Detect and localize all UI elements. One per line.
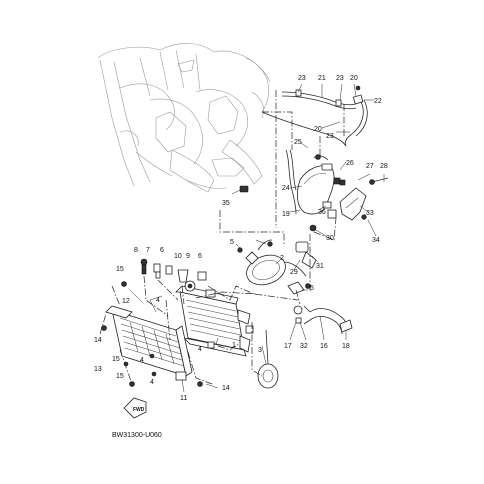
callout-label: 16 (320, 343, 328, 350)
callout-label: 9 (186, 253, 190, 260)
callout-labels: 23 21 23 20 22 20 23 25 26 27 28 24 35 3… (94, 75, 388, 402)
callout-label: 4 (140, 357, 144, 364)
callout-label: 19 (282, 211, 290, 218)
frame-background-outline (97, 43, 271, 193)
callout-label: 27 (366, 163, 374, 170)
upper-hose-assembly (261, 85, 368, 147)
reservoir-bracket (309, 177, 389, 232)
callout-label: 4 (150, 379, 154, 386)
callout-label: 13 (94, 366, 102, 373)
callout-label: 15 (112, 356, 120, 363)
callout-label: 15 (116, 266, 124, 273)
callout-label: 24 (282, 185, 290, 192)
assembly-guide-lines (99, 90, 345, 385)
callout-label: 6 (198, 253, 202, 260)
callout-label: 29 (290, 269, 298, 276)
callout-label: 33 (366, 210, 374, 217)
callout-label: 4 (156, 297, 160, 304)
callout-label: 20 (314, 126, 322, 133)
callout-label: 28 (380, 163, 388, 170)
fan-motor (257, 329, 279, 389)
callout-label: 2 (280, 255, 284, 262)
callout-label: 23 (298, 75, 306, 82)
callout-label: 31 (316, 263, 324, 270)
radiator-core (175, 280, 251, 357)
callout-label: 4 (198, 346, 202, 353)
callout-label: 3 (258, 347, 262, 354)
callout-label: 25 (294, 139, 302, 146)
callout-label: 18 (342, 343, 350, 350)
callout-label: 14 (94, 337, 102, 344)
callout-label: 35 (222, 200, 230, 207)
callout-label: 14 (222, 385, 230, 392)
callout-label: 11 (180, 395, 187, 402)
callout-label: 23 (336, 75, 344, 82)
callout-label: 36 (318, 209, 326, 216)
callout-label: 32 (300, 343, 308, 350)
callout-label: 17 (284, 343, 292, 350)
callout-label: 8 (134, 247, 138, 254)
callout-label: 10 (174, 253, 182, 260)
lower-hose-assembly (293, 305, 353, 335)
callout-label: 34 (372, 237, 380, 244)
callout-label: 5 (230, 239, 234, 246)
thermostat-housing (237, 239, 317, 295)
sensor-35 (231, 185, 249, 195)
callout-label: 1 (232, 342, 236, 349)
callout-label: 21 (318, 75, 326, 82)
callout-label: 30 (326, 235, 334, 242)
callout-label: 15 (116, 373, 124, 380)
callout-label: 5 (310, 285, 314, 292)
callout-label: 20 (350, 75, 358, 82)
radiator-guard (105, 305, 193, 381)
fwd-label: FWD (133, 407, 145, 413)
callout-label: 23 (326, 133, 334, 140)
callout-label: 6 (160, 247, 164, 254)
callout-label: 26 (346, 160, 354, 167)
callout-label: 22 (374, 98, 382, 105)
forward-direction-marker: FWD (123, 397, 147, 419)
diagram-code: BW31300-U060 (112, 432, 162, 439)
coolant-reservoir-tank (285, 149, 341, 215)
callout-leaders (181, 83, 385, 393)
callout-label: 7 (146, 247, 150, 254)
callout-label: 12 (122, 298, 130, 305)
